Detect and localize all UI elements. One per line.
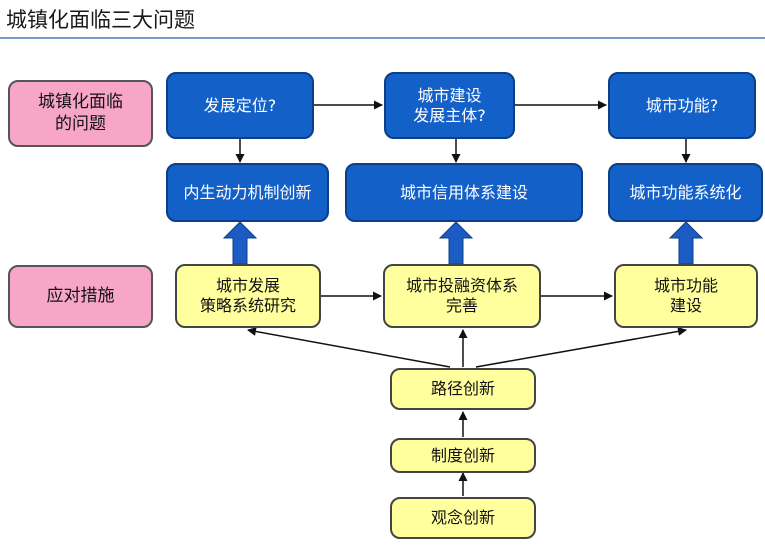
innovation-system: 制度创新 bbox=[390, 438, 536, 473]
page-title: 城镇化面临三大问题 bbox=[6, 8, 195, 32]
outcome-function-systematization: 城市功能系统化 bbox=[608, 163, 763, 222]
label-measures: 应对措施 bbox=[8, 265, 153, 328]
label-problems: 城镇化面临 的问题 bbox=[8, 80, 153, 147]
up-arrow-2 bbox=[438, 221, 474, 265]
measure-strategy-research: 城市发展 策略系统研究 bbox=[175, 264, 321, 328]
up-arrow-3 bbox=[668, 221, 704, 265]
measure-function-building: 城市功能 建设 bbox=[614, 264, 758, 328]
question-positioning: 发展定位? bbox=[166, 72, 314, 139]
outcome-credit-system: 城市信用体系建设 bbox=[345, 163, 583, 222]
question-construction-subject: 城市建设 发展主体? bbox=[384, 72, 515, 139]
title-divider bbox=[0, 37, 765, 39]
innovation-idea: 观念创新 bbox=[390, 497, 536, 539]
outcome-endogenous-innovation: 内生动力机制创新 bbox=[166, 163, 329, 222]
innovation-path: 路径创新 bbox=[390, 368, 536, 410]
question-city-function: 城市功能? bbox=[608, 72, 756, 139]
measure-financing-system: 城市投融资体系 完善 bbox=[383, 264, 541, 328]
up-arrow-1 bbox=[222, 221, 258, 265]
arrow-path-m1 bbox=[247, 327, 451, 368]
arrow-path-m3 bbox=[475, 326, 687, 368]
